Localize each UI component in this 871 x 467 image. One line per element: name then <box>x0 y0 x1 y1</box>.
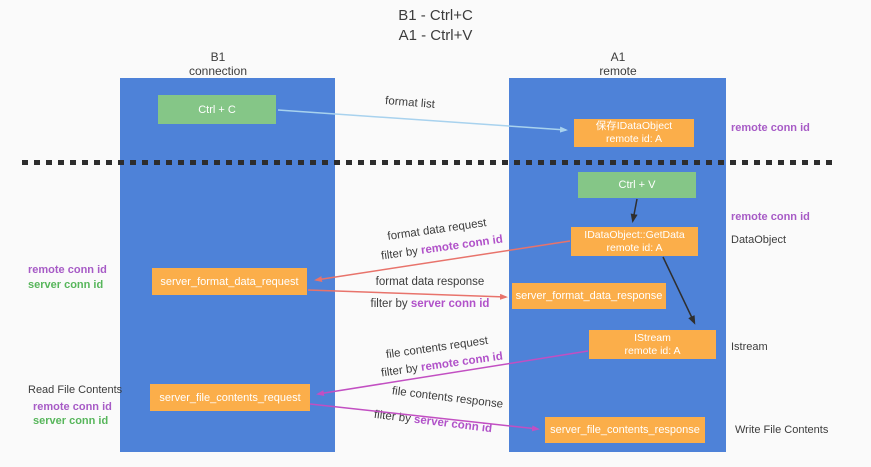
node-getdata-line1: IDataObject::GetData <box>584 228 685 241</box>
node-server-format-data-request: server_format_data_request <box>152 268 307 295</box>
node-save-idataobject-line1: 保存IDataObject <box>595 120 673 132</box>
lane-header-b1: B1 connection <box>148 50 288 78</box>
node-ctrl-c: Ctrl + C <box>158 95 276 124</box>
annotation-istream: Istream <box>731 341 768 353</box>
annotation-write-file-contents: Write File Contents <box>735 424 829 436</box>
annotation-server-conn-id-bottom-left: server conn id <box>33 415 109 427</box>
annotation-remote-conn-id-top-right: remote conn id <box>731 122 810 134</box>
lane-b1-role: connection <box>188 64 248 78</box>
node-server-format-data-response-label: server_format_data_response <box>515 290 663 302</box>
filter-key-server-conn-id: server conn id <box>410 298 490 310</box>
filter-prefix: filter by <box>370 298 411 310</box>
edge-label-format-list: format list <box>384 95 436 111</box>
filter-prefix: filter by <box>380 361 422 380</box>
phase-separator-dashed-line <box>22 160 838 165</box>
filter-key-remote-conn-id: remote conn id <box>420 233 504 257</box>
annotation-read-file-contents: Read File Contents <box>28 384 123 396</box>
edge-label-format-data-response: format data response <box>375 276 485 288</box>
filter-key-server-conn-id: server conn id <box>413 413 493 436</box>
lane-a1-name: A1 <box>610 50 626 64</box>
lane-a1-role: remote <box>599 64 637 78</box>
node-idataobject-getdata: IDataObject::GetData remote id: A <box>571 227 698 256</box>
annotation-remote-conn-id-mid-left: remote conn id <box>28 264 107 276</box>
annotation-server-conn-id-mid-left: server conn id <box>28 279 104 291</box>
edge-label-file-contents-response-filter: filter by server conn id <box>363 408 503 437</box>
node-save-idataobject-line2: remote id: A <box>605 133 663 145</box>
lane-header-a1: A1 remote <box>548 50 688 78</box>
node-istream-line2: remote id: A <box>624 344 681 357</box>
node-server-format-data-response: server_format_data_response <box>512 283 666 309</box>
node-ctrl-c-label: Ctrl + C <box>198 103 236 116</box>
edge-label-format-data-response-filter: filter by server conn id <box>360 298 500 310</box>
filter-prefix: filter by <box>373 408 415 426</box>
annotation-remote-conn-id-bottom-left: remote conn id <box>33 401 112 413</box>
annotation-dataobject: DataObject <box>731 234 787 246</box>
title-line-2: A1 - Ctrl+V <box>398 27 473 44</box>
title-line-1: B1 - Ctrl+C <box>398 7 473 24</box>
edge-label-file-contents-response: file contents response <box>391 385 504 411</box>
node-save-idataobject: 保存IDataObject remote id: A <box>574 119 694 147</box>
filter-prefix: filter by <box>380 244 422 263</box>
node-ctrl-v: Ctrl + V <box>578 172 696 198</box>
lane-b1-name: B1 <box>210 50 226 64</box>
node-server-file-contents-response: server_file_contents_response <box>545 417 705 443</box>
node-istream-line1: IStream <box>634 331 671 344</box>
node-server-file-contents-request: server_file_contents_request <box>150 384 310 411</box>
node-server-format-data-request-label: server_format_data_request <box>160 275 299 288</box>
node-getdata-line2: remote id: A <box>606 241 663 254</box>
annotation-remote-conn-id-mid-right: remote conn id <box>731 211 810 223</box>
format-data-response-arrow <box>307 289 508 300</box>
node-server-file-contents-response-label: server_file_contents_response <box>550 424 700 436</box>
node-istream: IStream remote id: A <box>589 330 716 359</box>
diagram-title: B1 - Ctrl+C A1 - Ctrl+V <box>0 6 871 46</box>
node-server-file-contents-request-label: server_file_contents_request <box>159 391 301 404</box>
node-ctrl-v-label: Ctrl + V <box>618 179 656 191</box>
